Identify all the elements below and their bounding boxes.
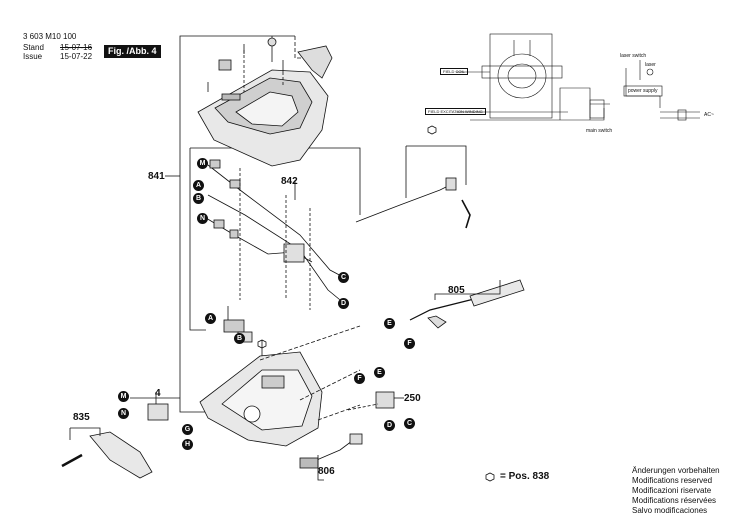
badge-g: G xyxy=(182,424,193,435)
ac-label: AC~ xyxy=(704,112,714,118)
badge-c-2: C xyxy=(404,418,415,429)
laser-switch-label: laser switch xyxy=(620,53,647,59)
badge-f-2: F xyxy=(354,373,365,384)
hex-legend-icon xyxy=(485,472,495,482)
ref-841: 841 xyxy=(148,171,165,182)
main-switch-label: main switch xyxy=(586,128,613,134)
ref-4: 4 xyxy=(155,388,161,399)
badge-c: C xyxy=(338,272,349,283)
stand-date: 15-07-16 xyxy=(60,43,93,52)
badge-d: D xyxy=(338,298,349,309)
issue-label: Issue xyxy=(23,52,43,61)
badge-n-2: N xyxy=(118,408,129,419)
field-excitation-label: FIELD EXCITATION WINDING xyxy=(425,108,486,115)
badge-m: M xyxy=(197,158,208,169)
badge-b: B xyxy=(193,193,204,204)
note-line-4: Modifications réservées xyxy=(632,496,717,505)
note-line-1: Änderungen vorbehalten xyxy=(632,466,720,475)
part-number: 3 603 M10 100 xyxy=(23,32,77,41)
hex-marker-icon-2 xyxy=(257,339,267,349)
field-coil-label: FIELD COIL xyxy=(440,68,468,75)
badge-m-2: M xyxy=(118,391,129,402)
ref-250: 250 xyxy=(404,393,421,404)
badge-e-2: E xyxy=(374,367,385,378)
note-line-2: Modifications reserved xyxy=(632,476,713,485)
wiring-schematic xyxy=(456,33,700,121)
ref-842: 842 xyxy=(281,176,298,187)
hex-marker-icon xyxy=(427,125,437,135)
issue-date: 15-07-22 xyxy=(60,52,93,61)
legend-pos-838: = Pos. 838 xyxy=(500,471,550,482)
ref-806: 806 xyxy=(318,466,335,477)
badge-f: F xyxy=(404,338,415,349)
ref-805: 805 xyxy=(448,285,465,296)
power-supply-label: power supply xyxy=(628,88,658,94)
laser-label: laser xyxy=(645,62,656,68)
badge-a: A xyxy=(193,180,204,191)
badge-h: H xyxy=(182,439,193,450)
badge-d-2: D xyxy=(384,420,395,431)
badge-n: N xyxy=(197,213,208,224)
badge-a-2: A xyxy=(205,313,216,324)
figure-label: Fig. /Abb. 4 xyxy=(104,45,161,58)
badge-b-2: B xyxy=(234,333,245,344)
badge-e: E xyxy=(384,318,395,329)
modifications-notes: Änderungen vorbehalten Modifications res… xyxy=(632,466,720,516)
note-line-5: Salvo modificaciones xyxy=(632,506,708,515)
bracket-842 xyxy=(189,148,206,331)
ref-835: 835 xyxy=(73,412,90,423)
note-line-3: Modificazioni riservate xyxy=(632,486,712,495)
stand-label: Stand xyxy=(23,43,44,52)
